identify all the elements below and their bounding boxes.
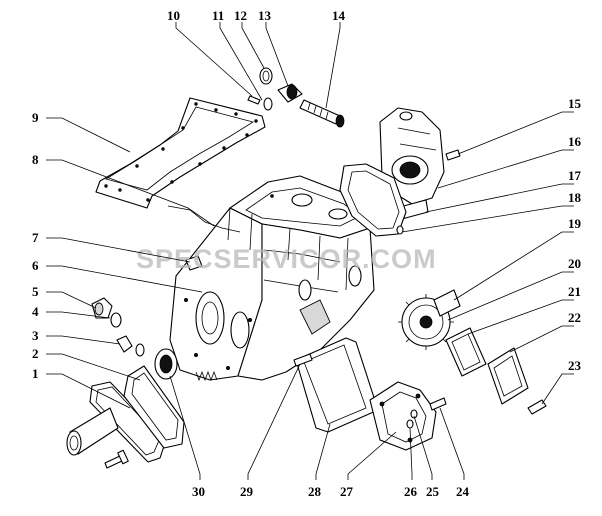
- front-gasket: [123, 365, 185, 449]
- callout-1: 1: [32, 366, 39, 381]
- callout-2: 2: [32, 346, 39, 361]
- callout-25: 25: [426, 484, 440, 499]
- threaded-shaft: [299, 99, 345, 128]
- spring: [195, 370, 218, 382]
- callout-14: 14: [332, 8, 346, 23]
- callout-29: 29: [240, 484, 254, 499]
- callout-4: 4: [32, 304, 39, 319]
- shift-sleeve: [277, 83, 303, 103]
- callout-13: 13: [258, 8, 272, 23]
- side-cover-bolt: [527, 399, 547, 415]
- gear: [398, 289, 461, 350]
- lock-washer: [406, 419, 414, 429]
- o-ring: [396, 225, 404, 235]
- callout-19: 19: [568, 216, 582, 231]
- rear-bolt: [445, 149, 461, 161]
- callout-24: 24: [456, 484, 470, 499]
- spring-washer: [410, 409, 418, 419]
- callout-16: 16: [568, 134, 582, 149]
- dowel-pin: [293, 353, 313, 367]
- callout-20: 20: [568, 256, 581, 271]
- inspection-cover: [369, 381, 437, 451]
- retaining-ring: [259, 67, 273, 85]
- inspection-gasket: [295, 337, 379, 433]
- front-cover: [66, 381, 167, 463]
- ball-bearing: [263, 97, 273, 111]
- callout-21: 21: [568, 284, 581, 299]
- side-gasket: [167, 205, 241, 233]
- callout-labels: 1 2 3 4 5 6 7 8 9 10 11 12 13 14 15 16 1…: [32, 8, 582, 499]
- rear-housing: [379, 107, 445, 221]
- oil-seal: [154, 348, 178, 380]
- callout-12: 12: [234, 8, 247, 23]
- drain-plug: [91, 297, 113, 319]
- callout-27: 27: [340, 484, 354, 499]
- side-gasket-small: [445, 327, 487, 377]
- callout-18: 18: [568, 190, 582, 205]
- gearbox-housing: [169, 175, 381, 381]
- callout-11: 11: [212, 8, 224, 23]
- leader-lines: [46, 22, 574, 480]
- cover-bolt: [104, 449, 129, 469]
- callout-7: 7: [32, 230, 39, 245]
- callout-6: 6: [32, 258, 39, 273]
- callout-15: 15: [568, 96, 582, 111]
- breather-fitting: [116, 335, 145, 357]
- callout-9: 9: [32, 110, 39, 125]
- cover-screw: [429, 397, 447, 411]
- callout-8: 8: [32, 152, 39, 167]
- callout-10: 10: [167, 8, 180, 23]
- cover-gasket: [95, 97, 266, 209]
- callout-26: 26: [404, 484, 418, 499]
- callout-5: 5: [32, 284, 39, 299]
- callout-22: 22: [568, 310, 581, 325]
- watermark: SPECSERVICOR.COM: [136, 244, 437, 274]
- callout-28: 28: [308, 484, 322, 499]
- plug-bolt: [185, 255, 203, 271]
- callout-30: 30: [192, 484, 205, 499]
- callout-3: 3: [32, 328, 39, 343]
- side-cover: [487, 347, 529, 405]
- callout-17: 17: [568, 168, 582, 183]
- callout-23: 23: [568, 358, 582, 373]
- small-bolt: [247, 95, 261, 105]
- sealing-washer: [110, 312, 122, 328]
